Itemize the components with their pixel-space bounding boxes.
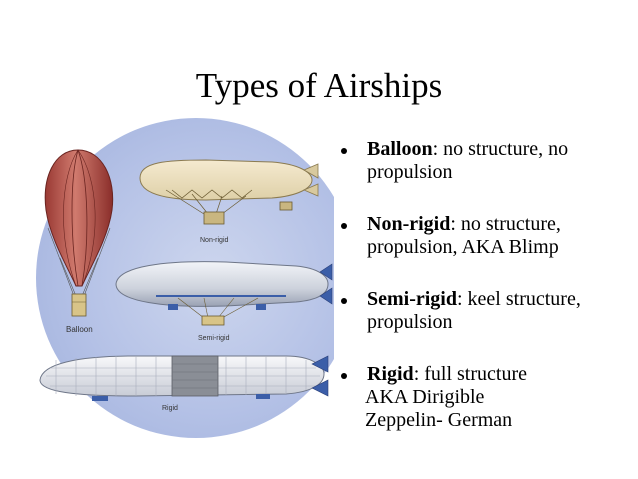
semirigid-caption: Semi-rigid (198, 335, 230, 342)
list-item: Balloon: no structure, no propulsion (341, 138, 631, 184)
bullet-term: Non-rigid (367, 213, 451, 235)
balloon-illustration: Balloon (44, 149, 114, 334)
semirigid-illustration: Semi-rigid (115, 261, 333, 342)
airship-types-illustration: Balloon Non-rigid (36, 118, 334, 444)
airship-types-list: Balloon: no structure, no propulsion Non… (341, 138, 631, 432)
bullet-dot-icon (341, 148, 347, 154)
bullet-desc: : no structure, no propulsion (367, 138, 569, 183)
bullet-desc: : no structure, propulsion, AKA Blimp (367, 213, 561, 258)
list-item: Semi-rigid: keel structure, propulsion (341, 288, 631, 334)
nonrigid-caption: Non-rigid (200, 237, 229, 244)
bullet-dot-icon (341, 373, 347, 379)
bullet-dot-icon (341, 223, 347, 229)
bullet-extra-line: AKA Dirigible (365, 386, 485, 408)
bullet-term: Rigid (367, 363, 414, 385)
bullet-term: Balloon (367, 138, 433, 160)
slide-title: Types of Airships (195, 66, 443, 105)
balloon-caption: Balloon (66, 325, 93, 334)
nonrigid-illustration: Non-rigid (139, 159, 319, 244)
list-item: Non-rigid: no structure, propulsion, AKA… (341, 213, 631, 259)
bullet-desc: : keel structure, propulsion (367, 288, 581, 333)
bullet-dot-icon (341, 298, 347, 304)
bullet-extra-line: Zeppelin- German (365, 409, 513, 431)
bullet-term: Semi-rigid (367, 288, 457, 310)
list-item: Rigid: full structure AKA Dirigible Zepp… (341, 363, 631, 432)
rigid-illustration: Rigid (39, 355, 329, 412)
bullet-desc: : full structure (413, 363, 527, 385)
rigid-caption: Rigid (162, 405, 178, 412)
